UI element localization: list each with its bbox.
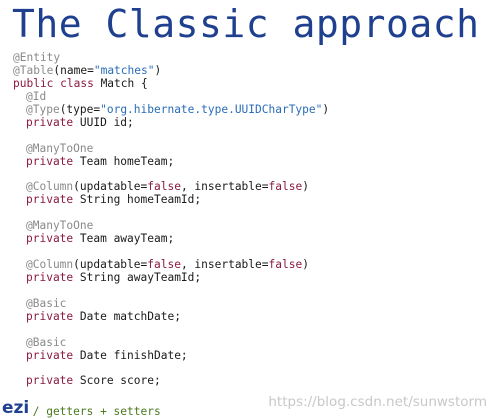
type-args-open: (type= [59, 102, 101, 116]
blank-line [13, 324, 493, 337]
slide-title: The Classic approach [12, 2, 480, 46]
code-line-field-away-team-id: private String awayTeamId; [13, 270, 493, 285]
keyword-private: private [26, 193, 74, 207]
code-line-id-annotation: @Id [13, 89, 493, 104]
field-id: UUID id; [73, 115, 134, 129]
annotation-type: @Type [26, 102, 60, 116]
code-line-entity: @Entity [13, 51, 493, 65]
code-line-table: @Table(name="matches") [13, 63, 493, 78]
keyword-private: private [26, 115, 74, 129]
annotation-basic: @Basic [26, 296, 67, 310]
watermark-url: https://blog.csdn.net/sunwstorm [268, 394, 487, 410]
keyword-public-class: public class [13, 76, 94, 90]
annotation-table: @Table [13, 63, 54, 77]
field-score: Score score; [73, 374, 161, 388]
code-block: @Entity @Table(name="matches") public cl… [13, 51, 493, 388]
field-match-date: Date matchDate; [73, 309, 181, 323]
field-away-team-id: String awayTeamId; [73, 270, 202, 284]
column-args-close: ) [302, 180, 309, 194]
annotation-many-to-one: @ManyToOne [26, 141, 94, 155]
table-name-string: "matches" [93, 63, 155, 77]
column-args-mid: , insertable= [180, 180, 269, 194]
keyword-private: private [26, 348, 74, 362]
code-line-field-id: private UUID id; [13, 115, 493, 130]
annotation-basic: @Basic [26, 335, 67, 349]
field-home-team-id: String homeTeamId; [73, 193, 202, 207]
code-line-field-score: private Score score; [13, 374, 493, 388]
code-line-type-annotation: @Type(type="org.hibernate.type.UUIDCharT… [13, 102, 493, 117]
column-args-open: (updatable= [73, 258, 148, 271]
code-line-basic-match-date: @Basic [13, 296, 493, 311]
field-home-team: Team homeTeam; [73, 154, 175, 168]
keyword-false: false [268, 180, 303, 194]
column-args-mid: , insertable= [180, 258, 269, 271]
keyword-private: private [26, 374, 74, 388]
keyword-private: private [26, 270, 74, 284]
annotation-entity: @Entity [13, 51, 61, 64]
code-line-field-home-team: private Team homeTeam; [13, 154, 493, 169]
blank-line [13, 285, 493, 298]
code-line-manytoone-home: @ManyToOne [13, 141, 493, 156]
code-line-column-home: @Column(updatable=false, insertable=fals… [13, 180, 493, 194]
code-line-field-home-team-id: private String homeTeamId; [13, 193, 493, 207]
code-line-field-finish-date: private Date finishDate; [13, 348, 493, 363]
code-comment-getters-setters: // getters + setters [26, 405, 161, 418]
code-line-field-away-team: private Team awayTeam; [13, 232, 493, 246]
keyword-private: private [26, 154, 74, 168]
table-args-open: (name= [53, 63, 94, 77]
logo-badge: ezi [0, 397, 33, 419]
type-args-close: ) [322, 102, 330, 116]
annotation-column: @Column [26, 180, 74, 194]
keyword-false: false [147, 180, 181, 194]
column-args-close: ) [302, 258, 309, 271]
code-line-manytoone-away: @ManyToOne [13, 219, 493, 233]
class-decl-rest: Match { [93, 76, 148, 90]
table-args-close: ) [154, 63, 162, 77]
keyword-false: false [147, 258, 181, 271]
code-line-field-match-date: private Date matchDate; [13, 309, 493, 324]
annotation-many-to-one: @ManyToOne [26, 219, 94, 233]
annotation-column: @Column [26, 258, 74, 271]
keyword-private: private [26, 309, 74, 323]
keyword-private: private [26, 232, 74, 246]
keyword-false: false [268, 258, 303, 271]
type-string: "org.hibernate.type.UUIDCharType" [100, 102, 323, 116]
field-away-team: Team awayTeam; [73, 232, 175, 246]
column-args-open: (updatable= [73, 180, 148, 194]
code-line-basic-finish-date: @Basic [13, 335, 493, 350]
annotation-id: @Id [26, 89, 47, 103]
code-line-class-decl: public class Match { [13, 76, 493, 91]
field-finish-date: Date finishDate; [73, 348, 188, 362]
code-line-column-away: @Column(updatable=false, insertable=fals… [13, 258, 493, 272]
